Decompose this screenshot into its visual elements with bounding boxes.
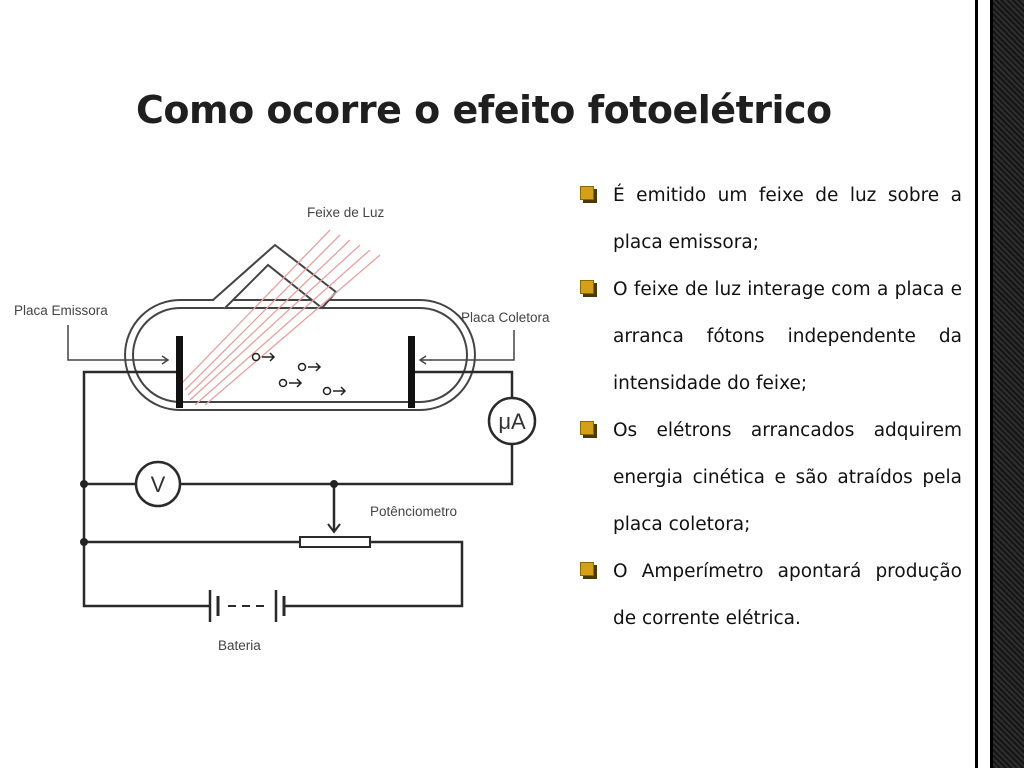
- decorative-edge-line: [975, 0, 978, 768]
- ammeter-label: μA: [498, 409, 526, 434]
- battery-symbol: [208, 590, 286, 622]
- bullet-item: O Amperímetro apontará produção de corre…: [580, 548, 962, 642]
- collector-plate: [408, 336, 415, 408]
- label-emitter-plate: Placa Emissora: [14, 303, 108, 318]
- label-potentiometer: Potênciometro: [370, 504, 457, 519]
- bullet-item: É emitido um feixe de luz sobre a placa …: [580, 172, 962, 266]
- bullet-square-icon: [580, 562, 594, 576]
- wiper-arrow: [327, 523, 341, 534]
- light-rays: [179, 229, 381, 406]
- circuit-wires: [82, 370, 514, 608]
- junction-2: [80, 538, 88, 546]
- bullet-item: O feixe de luz interage com a placa e ar…: [580, 266, 962, 407]
- bullet-item: Os elétrons arrancados adquirem energia …: [580, 407, 962, 548]
- junction-1: [80, 480, 88, 488]
- tube-inner: [132, 307, 468, 403]
- emitter-plate: [176, 336, 183, 408]
- voltmeter-label: V: [151, 472, 166, 497]
- page-title: Como ocorre o efeito fotoelétrico: [136, 88, 832, 132]
- ammeter-symbol: [487, 396, 537, 446]
- light-window: [212, 243, 338, 310]
- label-arrows: [67, 325, 515, 365]
- label-battery: Bateria: [218, 638, 261, 653]
- voltmeter-symbol: [134, 460, 182, 508]
- photoelectric-diagram: μA V Feixe de Luz Placa Emissora Placa C…: [14, 205, 550, 653]
- junction-3: [330, 480, 338, 488]
- bullet-square-icon: [580, 280, 594, 294]
- tube-outer: [124, 299, 476, 411]
- bullet-square-icon: [580, 421, 594, 435]
- bullet-list: É emitido um feixe de luz sobre a placa …: [580, 172, 962, 642]
- decorative-side-bar: [990, 0, 1024, 768]
- label-collector-plate: Placa Coletora: [461, 310, 550, 325]
- label-light-beam: Feixe de Luz: [307, 205, 385, 220]
- electrons: [251, 352, 347, 396]
- potentiometer-symbol: [299, 536, 371, 548]
- bullet-square-icon: [580, 186, 594, 200]
